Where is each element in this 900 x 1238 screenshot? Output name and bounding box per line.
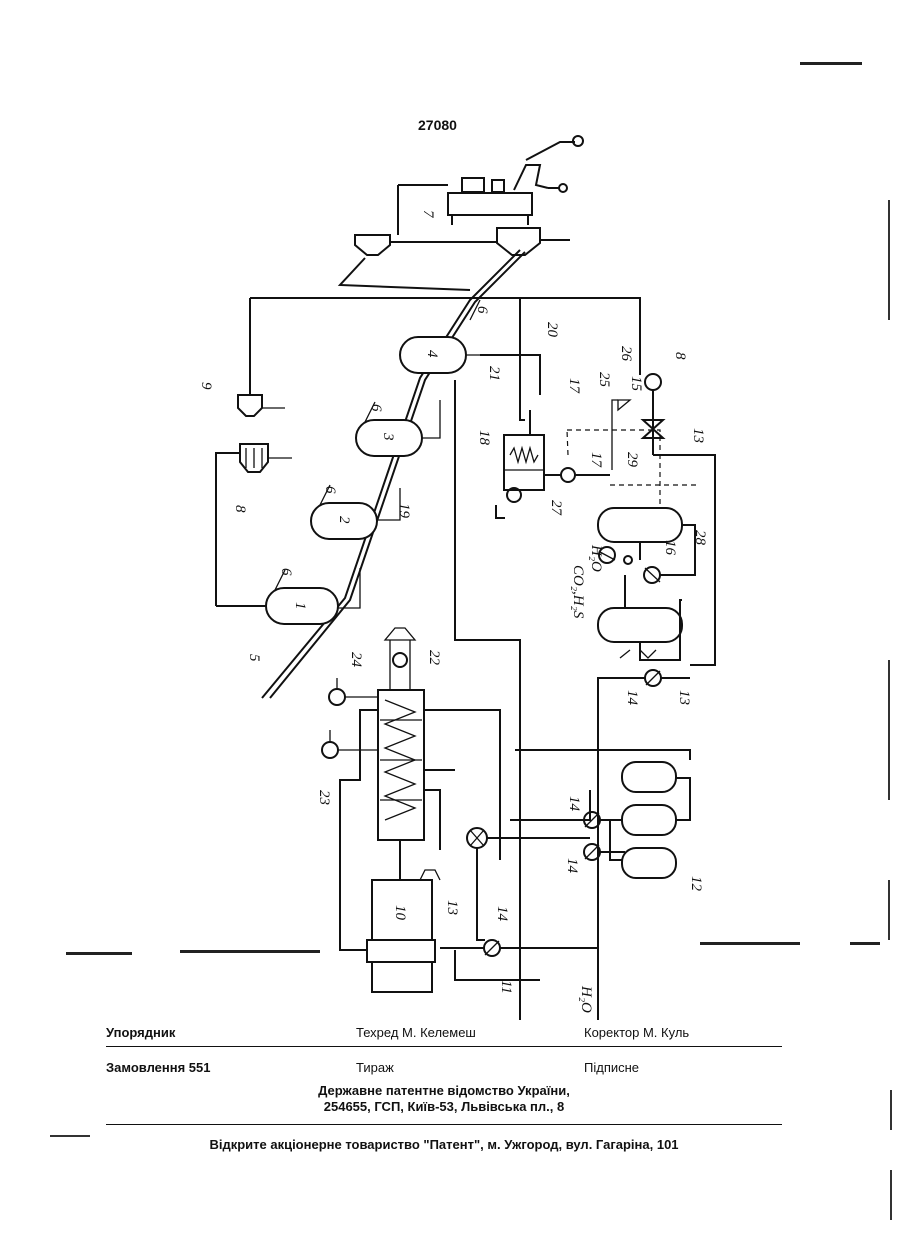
label-23: 23 xyxy=(316,790,332,805)
label-18: 18 xyxy=(476,430,492,446)
technical-editor: Техред М. Келемеш xyxy=(356,1025,476,1040)
column-lower xyxy=(598,608,682,642)
unit-10 xyxy=(367,880,435,992)
pump-15 xyxy=(645,374,661,390)
label-15: 15 xyxy=(628,376,644,392)
storage-tank-middle xyxy=(622,805,676,835)
label-13-c: 13 xyxy=(444,900,460,915)
heat-exchanger-22 xyxy=(378,690,424,840)
label-5: 5 xyxy=(246,654,262,662)
label-27: 27 xyxy=(548,500,564,517)
label-24: 24 xyxy=(348,652,364,668)
label-22: 22 xyxy=(426,650,442,666)
patent-office-line-2: 254655, ГСП, Київ-53, Львівська пл., 8 xyxy=(106,1099,782,1114)
storage-tank-bottom xyxy=(622,848,676,878)
publisher-row: Відкрите акціонерне товариство "Патент",… xyxy=(106,1137,782,1155)
compiler: Упорядник xyxy=(106,1025,175,1040)
column-upper xyxy=(598,508,682,542)
label-28: 28 xyxy=(692,530,708,546)
label-10: 10 xyxy=(392,905,408,921)
label-12: 12 xyxy=(688,876,704,892)
label-14-c: 14 xyxy=(564,858,580,874)
label-1: 1 xyxy=(292,602,308,610)
label-19: 19 xyxy=(396,503,412,519)
label-14-d: 14 xyxy=(494,906,510,922)
label-7: 7 xyxy=(420,210,436,219)
label-26: 26 xyxy=(618,346,634,362)
label-4: 4 xyxy=(424,350,440,358)
circulation: Тираж xyxy=(356,1060,394,1075)
patent-office: Державне патентне відомство України, 254… xyxy=(106,1083,782,1117)
label-6-a: 6 xyxy=(278,568,294,576)
separator-9-lower xyxy=(240,444,268,472)
separator-top-left xyxy=(355,235,390,255)
label-25: 25 xyxy=(596,372,612,388)
separator-9-upper xyxy=(238,395,262,416)
label-6-b: 6 xyxy=(322,486,338,494)
unit-7-centrifuge xyxy=(448,136,583,225)
label-6-d: 6 xyxy=(474,306,490,314)
scan-mark-bottom-left xyxy=(50,1135,90,1137)
label-29: 29 xyxy=(624,452,640,468)
subscription: Підписне xyxy=(584,1060,639,1075)
scan-mark-edge-4 xyxy=(890,1090,892,1130)
imprint-rule-2 xyxy=(106,1124,782,1125)
publisher: Відкрите акціонерне товариство "Патент",… xyxy=(106,1137,782,1152)
corrector: Коректор М. Куль xyxy=(584,1025,689,1040)
imprint-row-2: Замовлення 551 Тираж Підписне xyxy=(106,1060,782,1078)
label-8-left: 8 xyxy=(232,505,248,513)
label-17-a: 17 xyxy=(566,378,582,395)
label-9: 9 xyxy=(198,382,214,390)
heater-18 xyxy=(504,435,544,490)
label-8-right: 8 xyxy=(672,352,688,360)
imprint-rule-1 xyxy=(106,1046,782,1047)
label-17-b: 17 xyxy=(588,452,604,469)
process-flow-diagram: 7 9 8 5 6 6 6 6 1 2 3 4 19 20 21 17 17 1… xyxy=(0,0,900,1030)
scan-mark-edge-5 xyxy=(890,1170,892,1220)
patent-office-line-1: Державне патентне відомство України, xyxy=(106,1083,782,1098)
order-number: Замовлення 551 xyxy=(106,1060,211,1075)
label-14-a: 14 xyxy=(624,690,640,706)
label-20: 20 xyxy=(544,322,560,338)
label-2: 2 xyxy=(336,516,352,524)
label-3: 3 xyxy=(380,432,396,441)
label-13-b: 13 xyxy=(676,690,692,705)
feed-line-5 xyxy=(262,250,520,698)
label-21: 21 xyxy=(486,366,502,381)
label-14-b: 14 xyxy=(566,796,582,812)
label-11: 11 xyxy=(498,980,514,994)
label-h2o-upper: H₂O xyxy=(588,544,604,572)
storage-tank-top xyxy=(622,762,676,792)
label-co2-h2s: CO₂,H₂S xyxy=(570,565,586,619)
label-16: 16 xyxy=(662,540,678,556)
label-h2o-bottom: H₂O xyxy=(578,985,594,1013)
label-13-a: 13 xyxy=(690,428,706,443)
label-6-c: 6 xyxy=(368,404,384,412)
imprint-row-1: Упорядник Техред М. Келемеш Коректор М. … xyxy=(106,1025,782,1043)
